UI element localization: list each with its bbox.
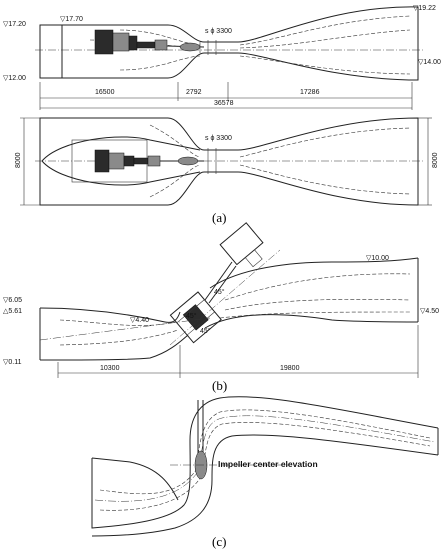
gearbox-icon [112, 32, 130, 52]
angle-label: 45° [186, 312, 197, 320]
caption-a: (a) [212, 210, 226, 225]
elevation-label: ▽0.11 [3, 359, 22, 366]
dimension-label: 16500 [95, 89, 115, 96]
impeller-diameter-label: s ϕ 3300 [205, 135, 232, 142]
elevation-label: ▽19.22 [413, 5, 436, 12]
elevation-label: ▽4.40 [130, 317, 149, 324]
elevation-label: ▽10.00 [366, 255, 389, 262]
impeller-diameter-label: s ϕ 3300 [205, 28, 232, 35]
panel-c-s-shaped-pump: Impeller center elevation [91, 396, 439, 537]
elevation-label: △5.61 [3, 308, 22, 315]
elevation-label: ▽6.05 [3, 297, 22, 304]
elevation-label: ▽14.00 [418, 59, 441, 66]
elevation-label: ▽17.70 [60, 16, 83, 23]
dimension-label: 19800 [280, 365, 300, 372]
impeller-center-label: Impeller center elevation [218, 459, 318, 469]
elevation-label: ▽17.20 [3, 21, 26, 28]
dimension-label: 2792 [186, 89, 202, 96]
elevation-label: ▽4.50 [420, 308, 439, 315]
dimension-label: 17286 [300, 89, 320, 96]
caption-b: (b) [212, 378, 227, 393]
width-dimension: 8000 [15, 152, 22, 168]
panel-a-plan: s ϕ 3300 8000 8000 [15, 117, 439, 206]
motor-icon [94, 149, 110, 173]
angle-label: 45° [200, 327, 211, 335]
dimension-label: 10300 [100, 365, 120, 372]
angle-label: 45° [214, 288, 225, 296]
width-dimension: 8000 [432, 152, 439, 168]
caption-c: (c) [212, 534, 226, 549]
panel-a-elevation: ▽17.20 ▽17.70 ▽12.00 ▽19.22 ▽14.00 s ϕ 3… [3, 5, 441, 110]
elevation-label: ▽12.00 [3, 75, 26, 82]
bulb-hub-icon [179, 42, 201, 52]
motor-icon [94, 29, 114, 55]
panel-b-inclined-pump: ▽10.00 ▽4.50 ▽6.05 △5.61 ▽4.40 ▽0.11 45°… [3, 222, 439, 378]
dimension-label: 36578 [214, 100, 234, 107]
